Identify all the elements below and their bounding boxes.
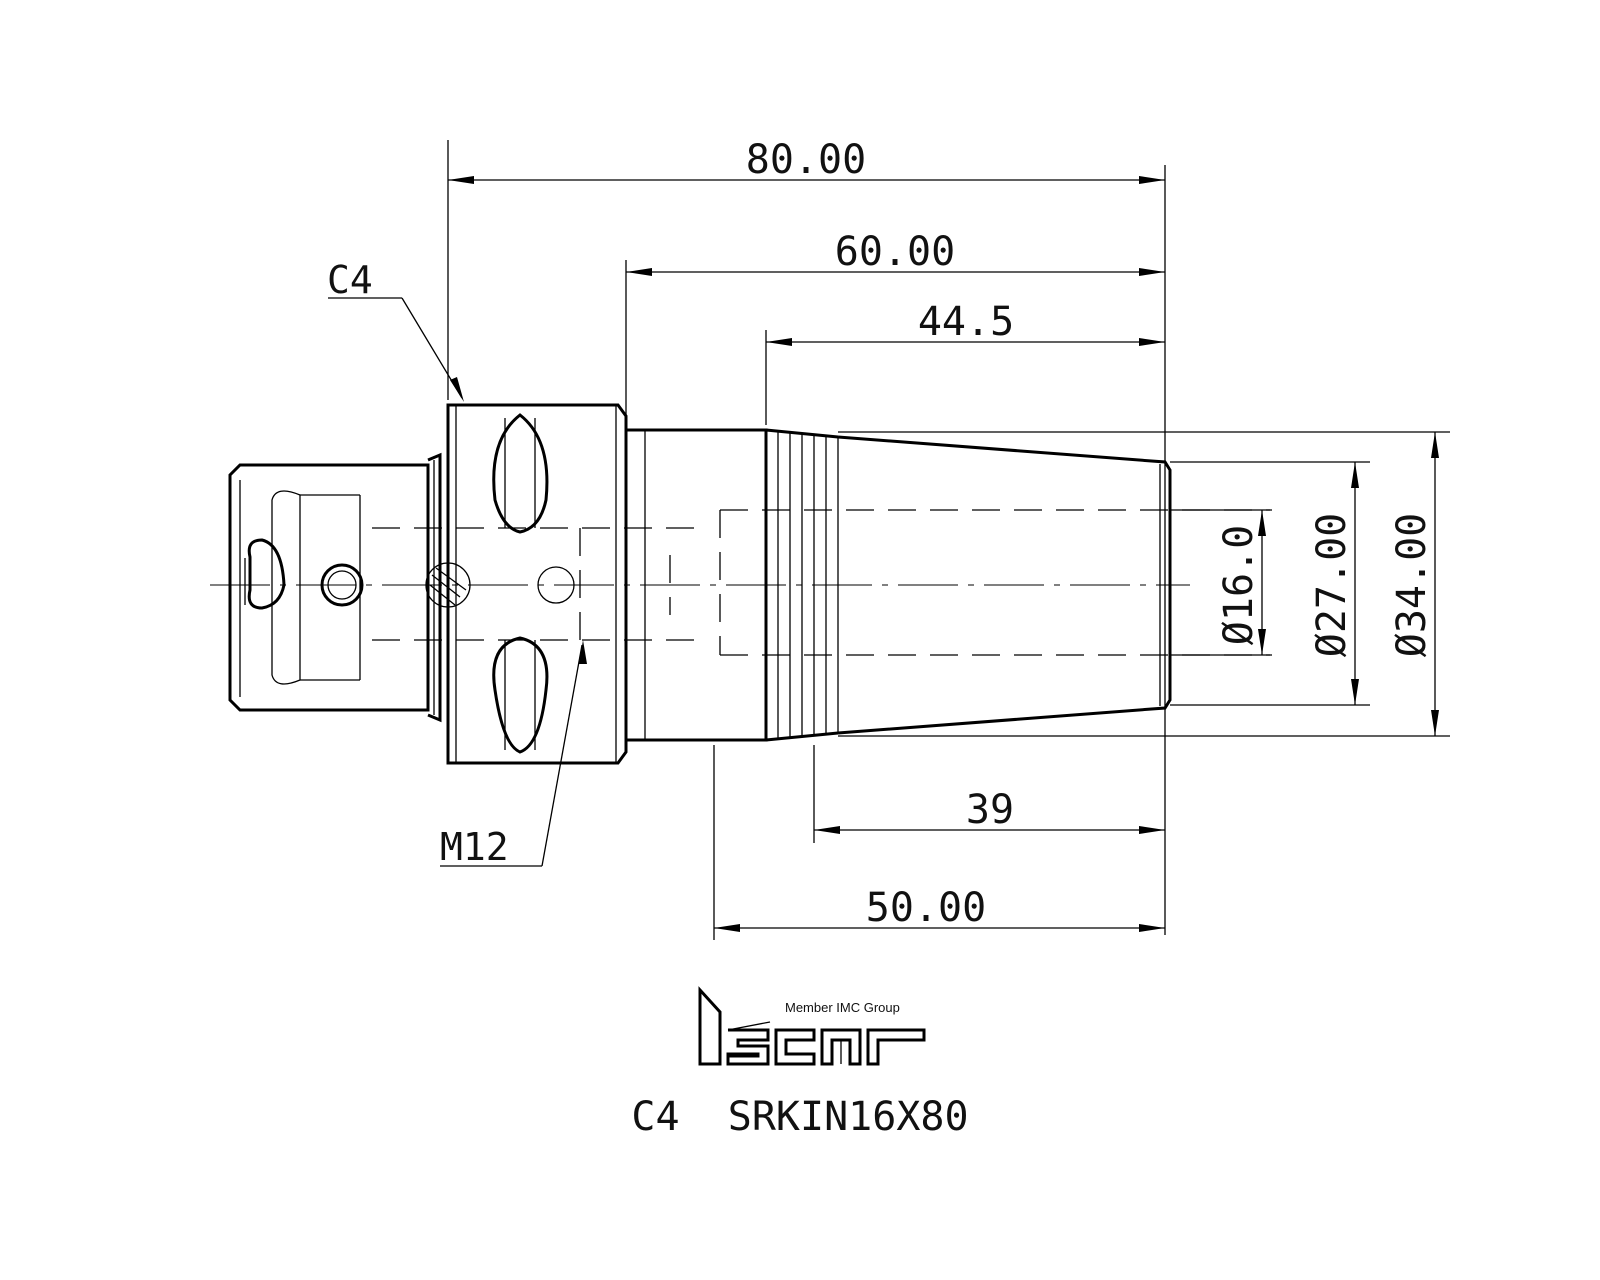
part-outline — [210, 403, 1270, 765]
dim-length-39: 39 — [966, 787, 1014, 833]
callout-chamfer: C4 — [327, 258, 373, 302]
dim-diameter-34: Ø34.00 — [1389, 513, 1435, 658]
iscar-logo: Member IMC Group — [698, 986, 926, 1066]
dim-length-50: 50.00 — [866, 885, 986, 931]
logo-tagline: Member IMC Group — [785, 1000, 900, 1015]
callout-thread: M12 — [440, 825, 509, 869]
dimension-labels: 80.00 60.00 44.5 39 50.00 Ø16.0 Ø27.00 Ø… — [327, 137, 1435, 931]
dimension-lines — [328, 140, 1450, 940]
dim-length-60: 60.00 — [835, 229, 955, 275]
dim-overall-length: 80.00 — [746, 137, 866, 183]
dim-diameter-27: Ø27.00 — [1309, 513, 1355, 658]
dim-length-44: 44.5 — [918, 299, 1014, 345]
part-title: C4 SRKIN16X80 — [631, 1094, 968, 1140]
dim-diameter-16: Ø16.0 — [1216, 525, 1262, 645]
